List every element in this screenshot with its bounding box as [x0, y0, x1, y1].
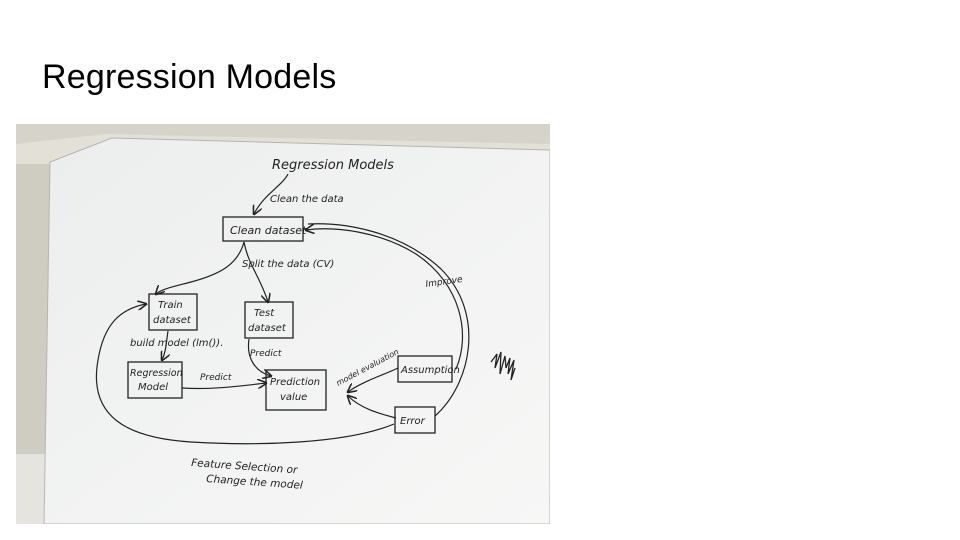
node-assumption	[397, 355, 453, 383]
node-assumption-label: Assumption	[400, 365, 460, 376]
slide-title: Regression Models	[42, 58, 337, 96]
node-regression-label-2: Model	[138, 382, 168, 393]
arrow-model-to-prediction	[181, 383, 266, 390]
handwritten-diagram: Regression Models Clean the data Clean d…	[16, 124, 550, 524]
paper-sheet	[43, 137, 550, 524]
node-train-label-1: Train	[158, 300, 183, 311]
node-error	[394, 406, 436, 434]
arrow-improve-assumption	[306, 229, 464, 370]
edge-label-build-model: build model (lm()).	[130, 338, 223, 349]
node-prediction-value	[265, 369, 327, 411]
node-regression-label-1: Regression	[130, 368, 183, 379]
arrow-to-test	[243, 241, 268, 302]
edge-label-clean-the-data: Clean the data	[270, 194, 344, 205]
node-train-dataset	[148, 293, 198, 331]
node-prediction-label-1: Prediction	[270, 377, 320, 388]
arrow-assumption-to-prediction	[348, 367, 399, 392]
arrow-to-train	[156, 241, 245, 294]
node-regression-model	[127, 361, 183, 399]
arrow-improve-error	[307, 223, 470, 417]
whiteboard-photo: Regression Models Clean the data Clean d…	[16, 124, 550, 524]
paper-shadow	[16, 124, 550, 144]
node-test-dataset	[244, 301, 294, 339]
arrow-error-to-prediction	[348, 396, 397, 419]
arrow-clean-the-data	[254, 173, 289, 214]
arrow-build-model	[162, 330, 168, 360]
arrow-feature-selection	[95, 304, 395, 445]
node-test-label-1: Test	[254, 308, 275, 319]
node-error-label: Error	[400, 416, 426, 427]
arrow-test-to-prediction	[247, 338, 271, 376]
edge-label-predict-model: Predict	[200, 373, 232, 383]
edge-label-split: Split the data (CV)	[242, 259, 334, 270]
scribble-mark	[490, 351, 516, 381]
node-train-label-2: dataset	[153, 315, 192, 326]
node-clean-dataset-label: Clean dataset	[230, 224, 307, 237]
diagram-heading: Regression Models	[272, 158, 394, 173]
edge-label-predict-test: Predict	[250, 349, 282, 359]
node-clean-dataset	[222, 216, 304, 242]
node-test-label-2: dataset	[248, 323, 287, 334]
node-prediction-label-2: value	[280, 392, 307, 403]
